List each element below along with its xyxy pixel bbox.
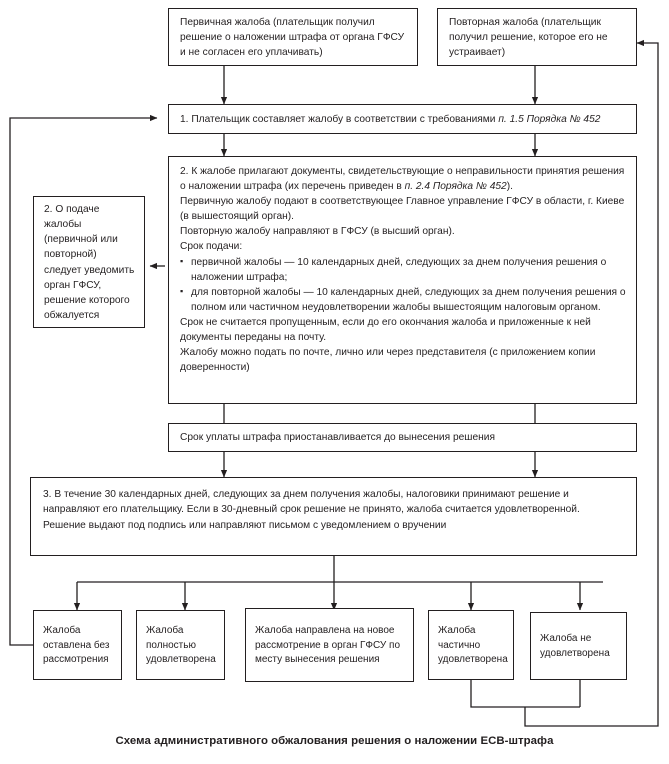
node-step1-italic: п. 1.5 Порядка № 452 bbox=[498, 113, 601, 125]
node-step2-line1-a: 2. К жалобе прилагают документы, свидете… bbox=[180, 166, 625, 193]
node-outcome-left-unconsidered-text: Жалоба оставлена без рассмотрения bbox=[43, 625, 110, 666]
node-step1[interactable]: 1. Плательщик составляет жалобу в соотве… bbox=[168, 104, 637, 134]
node-step2-line6: Жалобу можно подать по почте, лично или … bbox=[180, 347, 596, 374]
node-step2-line2: Первичную жалобу подают в соответствующе… bbox=[180, 196, 625, 223]
node-outcome-partially-satisfied[interactable]: Жалоба частично удовлетворена bbox=[428, 610, 514, 680]
node-step2-deadline-list: первичной жалобы — 10 календарных дней, … bbox=[180, 254, 627, 315]
node-step2[interactable]: 2. К жалобе прилагают документы, свидете… bbox=[168, 156, 637, 404]
node-outcome-fully-satisfied-text: Жалоба полностью удовлетворена bbox=[146, 625, 216, 666]
node-outcome-fully-satisfied[interactable]: Жалоба полностью удовлетворена bbox=[136, 610, 225, 680]
node-payment-suspended-text: Срок уплаты штрафа приостанавливается до… bbox=[180, 432, 495, 444]
node-outcome-partially-satisfied-text: Жалоба частично удовлетворена bbox=[438, 625, 508, 666]
node-step2-bullet-2: для повторной жалобы — 10 календарных дн… bbox=[180, 284, 627, 315]
edge-partial-join bbox=[470, 680, 580, 708]
node-step2-line1: 2. К жалобе прилагают документы, свидете… bbox=[180, 164, 627, 194]
node-payment-suspended[interactable]: Срок уплаты штрафа приостанавливается до… bbox=[168, 423, 637, 452]
node-notify-authority[interactable]: 2. О подаче жалобы (первичной или повтор… bbox=[33, 196, 145, 328]
node-step2-line4: Срок подачи: bbox=[180, 241, 243, 253]
node-step3[interactable]: 3. В течение 30 календарных дней, следую… bbox=[30, 477, 637, 556]
node-step1-text: 1. Плательщик составляет жалобу в соотве… bbox=[180, 112, 627, 127]
node-outcome-not-satisfied-text: Жалоба не удовлетворена bbox=[540, 633, 610, 659]
node-repeat-complaint[interactable]: Повторная жалоба (плательщик получил реш… bbox=[437, 8, 637, 66]
node-outcome-not-satisfied[interactable]: Жалоба не удовлетворена bbox=[530, 612, 627, 680]
node-notify-authority-text: 2. О подаче жалобы (первичной или повтор… bbox=[44, 204, 135, 321]
node-outcome-left-unconsidered[interactable]: Жалоба оставлена без рассмотрения bbox=[33, 610, 122, 680]
node-step3-line2: Решение выдают под подпись или направляю… bbox=[43, 520, 447, 532]
node-step2-line5: Срок не считается пропущенным, если до е… bbox=[180, 316, 591, 344]
node-primary-complaint[interactable]: Первичная жалоба (плательщик получил реш… bbox=[168, 8, 418, 66]
diagram-caption: Схема административного обжалования реше… bbox=[115, 735, 554, 747]
node-outcome-sent-for-review-text: Жалоба направлена на новое рассмотрение … bbox=[255, 625, 401, 666]
node-primary-complaint-text: Первичная жалоба (плательщик получил реш… bbox=[180, 16, 405, 59]
node-outcome-sent-for-review[interactable]: Жалоба направлена на новое рассмотрение … bbox=[245, 608, 414, 682]
node-step1-plain: 1. Плательщик составляет жалобу в соотве… bbox=[180, 113, 499, 125]
node-step2-line1-b: ). bbox=[506, 181, 513, 193]
node-repeat-complaint-text: Повторная жалоба (плательщик получил реш… bbox=[449, 16, 608, 59]
node-step3-line1: 3. В течение 30 календарных дней, следую… bbox=[43, 489, 580, 516]
node-step2-bullet-1: первичной жалобы — 10 календарных дней, … bbox=[180, 254, 627, 285]
node-step2-line1-italic: п. 2.4 Порядка № 452 bbox=[404, 181, 507, 193]
node-step2-line3: Повторную жалобу направляют в ГФСУ (в вы… bbox=[180, 226, 455, 238]
